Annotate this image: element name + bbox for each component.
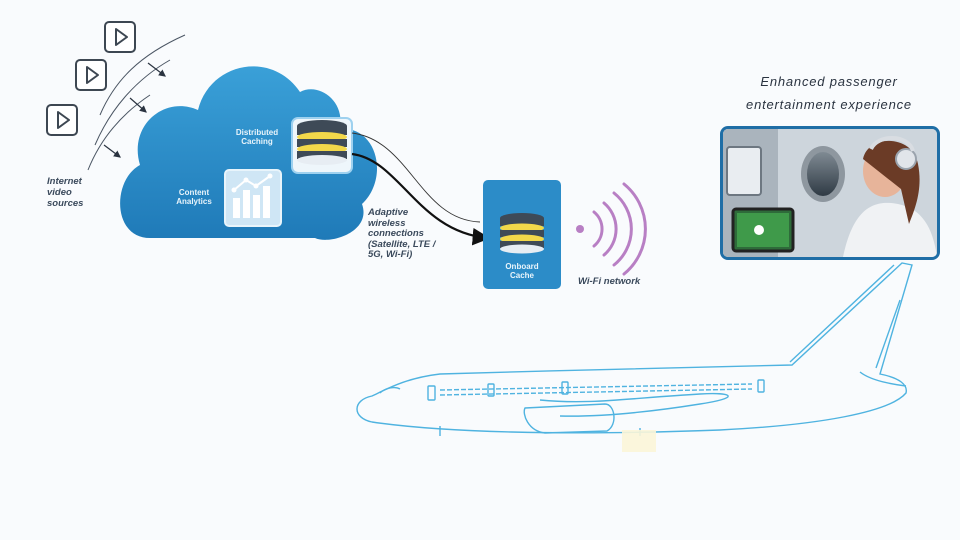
stream-arc — [94, 59, 171, 146]
play-icon — [75, 59, 107, 91]
distributed-caching-label: Distributed Caching — [235, 128, 279, 146]
wifi-icon — [576, 182, 647, 276]
adaptive-connections-label: Adaptive wireless connections (Satellite… — [368, 207, 436, 260]
landing-gear-glow — [622, 430, 656, 452]
passenger-photo — [720, 126, 940, 260]
play-icon — [46, 104, 78, 136]
analytics-icon — [224, 169, 282, 227]
play-icon — [104, 21, 136, 53]
database-icon — [291, 117, 353, 174]
onboard-cache-label: Onboard Cache — [505, 262, 539, 280]
onboard-cache-card — [483, 180, 561, 289]
airplane-outline — [356, 262, 913, 436]
connection-arrow — [351, 152, 491, 246]
internet-sources-label: Internet video sources — [47, 176, 84, 209]
connection-arrow-thin — [351, 132, 481, 223]
stream-arc — [99, 34, 186, 116]
content-analytics-label: Content Analytics — [176, 188, 212, 206]
cloud — [120, 66, 378, 240]
passenger-experience-title: Enhanced passenger entertainment experie… — [746, 74, 912, 112]
stream-arc — [87, 94, 151, 171]
wifi-network-label: Wi-Fi network — [578, 276, 641, 287]
onboard-database-icon — [500, 213, 544, 254]
